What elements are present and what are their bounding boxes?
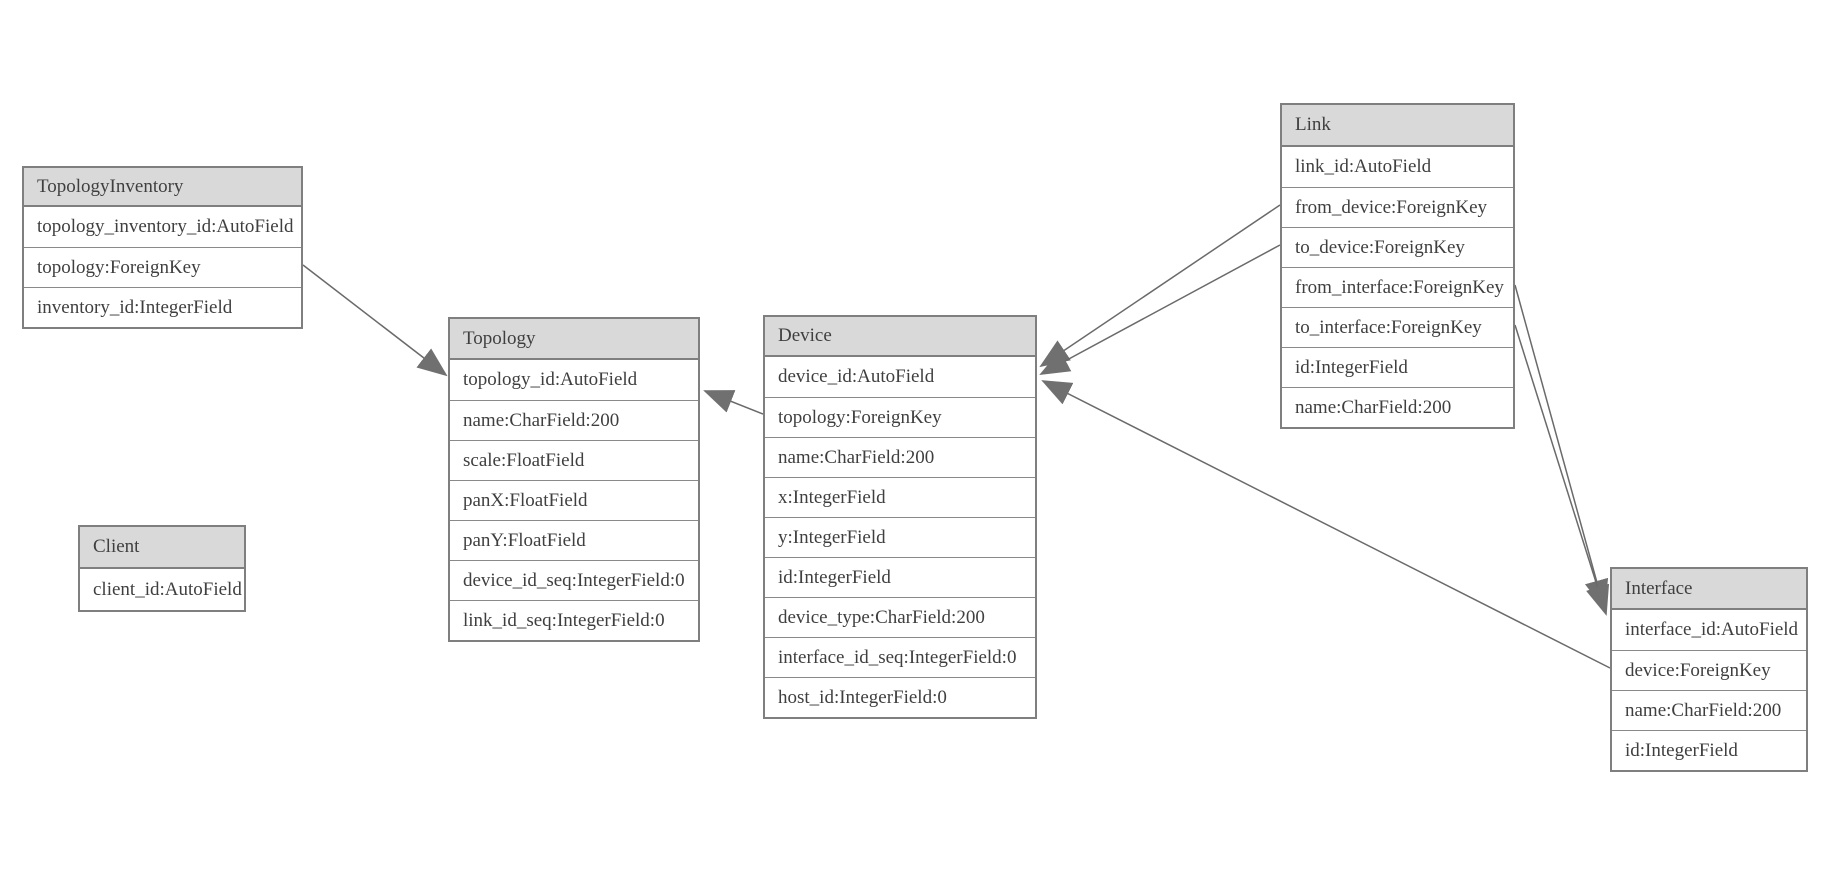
entity-field-row: name:CharField:200 — [1282, 387, 1513, 427]
entity-field-row: id:IntegerField — [1612, 730, 1806, 770]
entity-field-row: id:IntegerField — [765, 557, 1035, 597]
entity-title-client: Client — [80, 527, 244, 569]
entity-field-row: host_id:IntegerField:0 — [765, 677, 1035, 717]
entity-field-row: topology_id:AutoField — [450, 360, 698, 400]
relation-line-link-from-interface — [1514, 284, 1609, 610]
entity-field-row: topology:ForeignKey — [765, 397, 1035, 437]
entity-field-row: interface_id_seq:IntegerField:0 — [765, 637, 1035, 677]
entity-field-row: y:IntegerField — [765, 517, 1035, 557]
entity-field-row: inventory_id:IntegerField — [24, 287, 301, 327]
entity-field-row: to_device:ForeignKey — [1282, 227, 1513, 267]
entity-field-row: scale:FloatField — [450, 440, 698, 480]
entity-field-row: panY:FloatField — [450, 520, 698, 560]
entity-title-link: Link — [1282, 105, 1513, 147]
entity-field-row: link_id:AutoField — [1282, 147, 1513, 187]
entity-field-row: client_id:AutoField — [80, 569, 244, 610]
entity-field-row: name:CharField:200 — [765, 437, 1035, 477]
entity-field-row: topology:ForeignKey — [24, 247, 301, 287]
entity-field-row: device_type:CharField:200 — [765, 597, 1035, 637]
entity-field-row: from_device:ForeignKey — [1282, 187, 1513, 227]
entity-field-row: to_interface:ForeignKey — [1282, 307, 1513, 347]
entity-field-row: device:ForeignKey — [1612, 650, 1806, 690]
entity-title-device: Device — [765, 317, 1035, 357]
entity-field-row: interface_id:AutoField — [1612, 610, 1806, 650]
entity-title-topology: Topology — [450, 319, 698, 360]
relation-line-link-from-device — [1039, 204, 1281, 368]
entity-field-row: device_id_seq:IntegerField:0 — [450, 560, 698, 600]
entity-field-row: panX:FloatField — [450, 480, 698, 520]
entity-field-row: from_interface:ForeignKey — [1282, 267, 1513, 307]
entity-field-row: name:CharField:200 — [1612, 690, 1806, 730]
entity-title-interface: Interface — [1612, 569, 1806, 610]
relation-line-link-to-interface — [1514, 324, 1610, 616]
entity-field-row: device_id:AutoField — [765, 357, 1035, 397]
entity-field-row: topology_inventory_id:AutoField — [24, 207, 301, 247]
entity-title-topology-inventory: TopologyInventory — [24, 168, 301, 207]
relation-line-ti-topology — [302, 264, 448, 377]
entity-field-row: id:IntegerField — [1282, 347, 1513, 387]
entity-field-row: name:CharField:200 — [450, 400, 698, 440]
relation-line-device-topology — [703, 390, 764, 415]
relation-line-link-to-device — [1039, 244, 1281, 375]
entity-field-row: x:IntegerField — [765, 477, 1035, 517]
entity-field-row: link_id_seq:IntegerField:0 — [450, 600, 698, 640]
